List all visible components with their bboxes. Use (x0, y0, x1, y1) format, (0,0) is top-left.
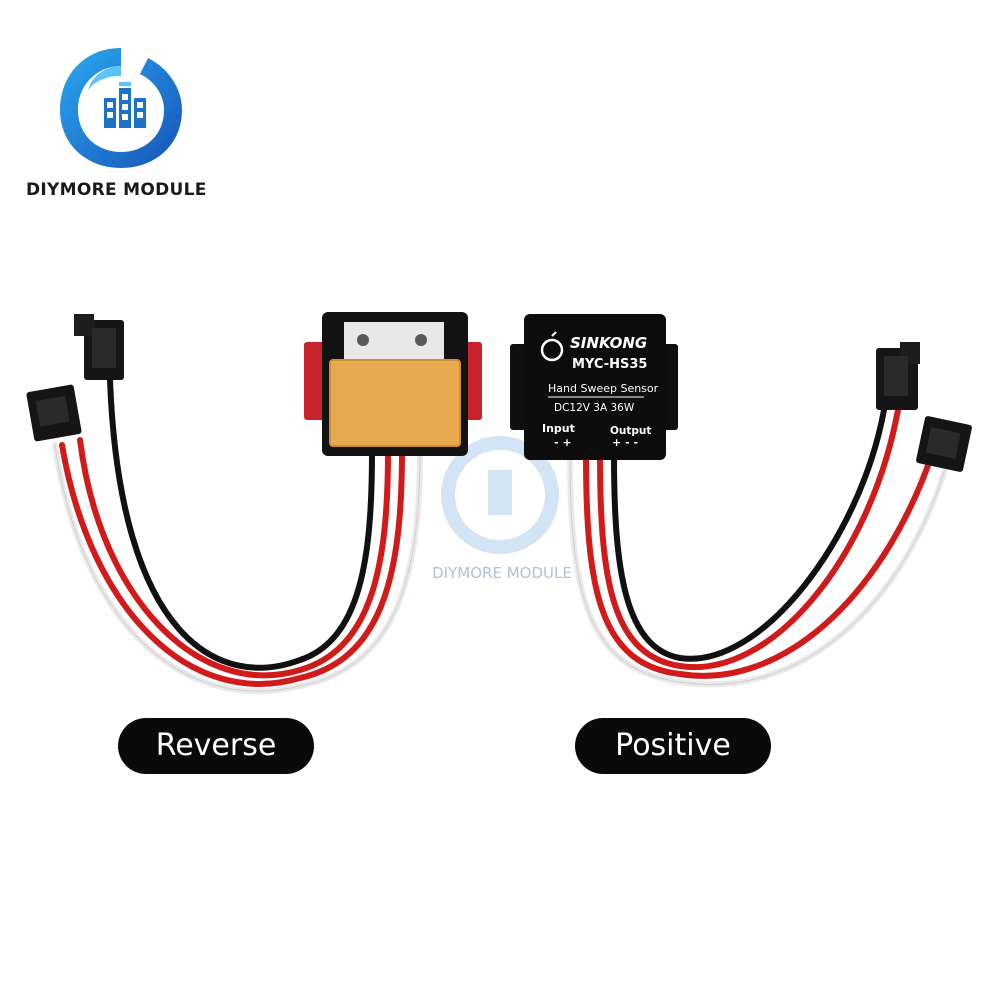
device-rating: DC12V 3A 36W (554, 402, 635, 414)
positive-sensor: SINKONG MYC-HS35 Hand Sweep Sensor DC12V… (510, 314, 678, 460)
reverse-label: Reverse (118, 718, 314, 774)
input-label: Input (542, 422, 575, 435)
reverse-connector-top (74, 314, 124, 380)
device-type: Hand Sweep Sensor (548, 382, 659, 395)
watermark-text: DIYMORE MODULE (432, 564, 572, 582)
device-brand: SINKONG (570, 334, 647, 352)
diymore-logo (60, 48, 182, 168)
positive-connector-top (876, 342, 920, 410)
reverse-connector-bottom (26, 384, 82, 442)
positive-connector-bottom (916, 416, 972, 472)
reverse-wires (52, 377, 423, 694)
reverse-sensor (304, 312, 482, 456)
output-polarity: + - - (612, 436, 638, 449)
watermark-logo (441, 436, 559, 554)
positive-label: Positive (575, 718, 771, 774)
output-label: Output (610, 425, 651, 437)
device-model: MYC-HS35 (572, 357, 647, 372)
sinkong-logo-icon (540, 331, 564, 362)
brand-name: DIYMORE MODULE (26, 180, 207, 200)
positive-wires (567, 407, 951, 688)
input-polarity: - + (554, 436, 572, 449)
